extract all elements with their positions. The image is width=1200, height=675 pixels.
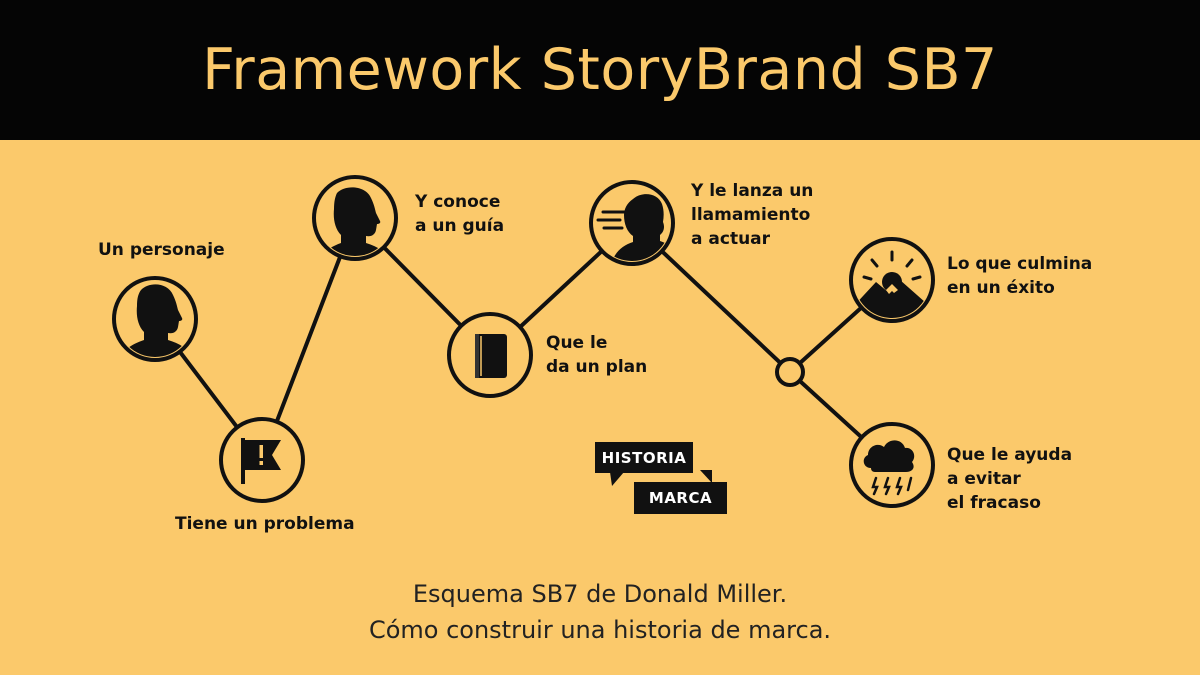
label-call-line-2: llamamiento — [691, 205, 811, 225]
node-guide — [312, 175, 398, 261]
historia-text: HISTORIA — [601, 448, 687, 467]
label-guide: Y conoce a un guía — [415, 190, 504, 238]
label-call-line-3: a actuar — [691, 229, 771, 249]
connector-problem-guide — [260, 216, 357, 462]
junction-node — [775, 357, 805, 387]
label-success-line-2: en un éxito — [947, 278, 1055, 298]
node-call-to-action — [589, 180, 675, 266]
label-plan-line-2: da un plan — [546, 357, 648, 377]
label-success-line-1: Lo que culmina — [947, 254, 1093, 274]
header-bar: Framework StoryBrand SB7 — [0, 0, 1200, 140]
book-icon — [475, 334, 507, 378]
caption-line-1: Esquema SB7 de Donald Miller. — [412, 580, 788, 608]
label-guide-line-1: Y conoce — [415, 192, 501, 212]
node-success — [849, 237, 935, 323]
label-plan-line-1: Que le — [546, 333, 608, 353]
historia-bubble: HISTORIA — [595, 442, 693, 473]
label-call-to-action: Y le lanza un llamamiento a actuar — [691, 179, 813, 251]
node-plan — [447, 312, 533, 398]
label-problem-line-1: Tiene un problema — [175, 514, 355, 534]
node-problem — [219, 417, 305, 503]
label-call-line-1: Y le lanza un — [691, 181, 814, 201]
storm-cloud-icon — [863, 440, 915, 496]
node-failure — [849, 422, 935, 508]
node-character — [112, 276, 198, 362]
caption-line-2: Cómo construir una historia de marca. — [368, 616, 832, 644]
label-character-line-1: Un personaje — [98, 240, 225, 260]
marca-text: MARCA — [648, 489, 713, 507]
caption: Esquema SB7 de Donald Miller. Cómo const… — [0, 576, 1200, 648]
person-silhouette-icon — [118, 284, 193, 357]
guide-person-icon — [317, 187, 393, 256]
label-failure-line-1: Que le ayuda — [947, 445, 1073, 465]
label-failure-line-2: a evitar — [947, 469, 1021, 489]
label-failure: Que le ayuda a evitar el fracaso — [947, 443, 1072, 515]
label-problem: Tiene un problema — [175, 512, 355, 536]
label-plan: Que le da un plan — [546, 331, 647, 379]
label-character: Un personaje — [98, 238, 225, 262]
label-failure-line-3: el fracaso — [947, 493, 1041, 513]
marca-bubble: MARCA — [634, 482, 727, 514]
label-success: Lo que culmina en un éxito — [947, 252, 1092, 300]
label-guide-line-2: a un guía — [415, 216, 505, 236]
warning-flag-icon — [241, 438, 281, 484]
page-title: Framework StoryBrand SB7 — [202, 37, 998, 103]
